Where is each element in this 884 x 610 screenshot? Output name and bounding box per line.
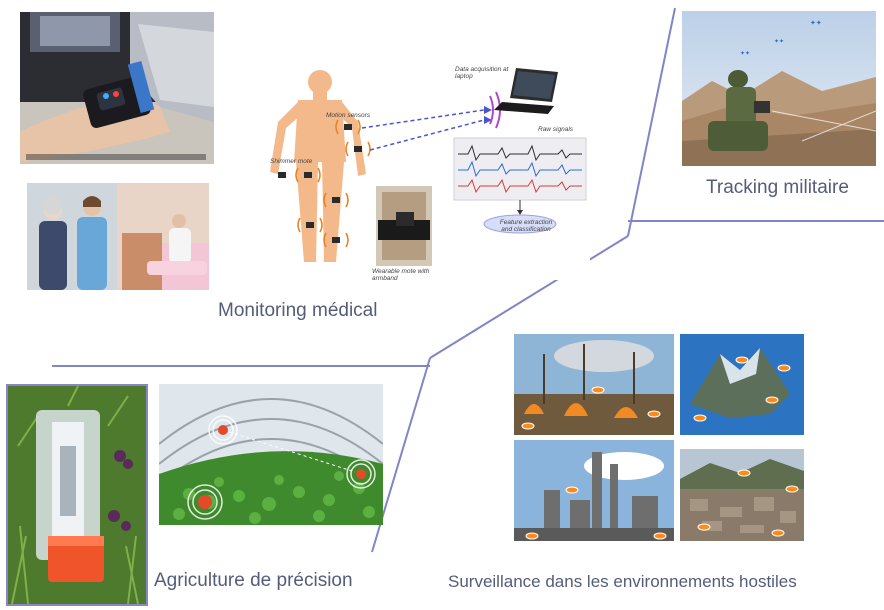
label-motion-sensors: Motion sensors [326,112,371,119]
industrial-plant-photo [514,440,674,541]
label-raw-signals: Raw signals [538,126,574,133]
label-data-acquisition: Data acquisition at laptop [455,66,509,80]
greenhouse-photo [159,384,383,525]
wrist-sensor-photo [20,12,214,164]
body-sensor-diagram [258,62,590,280]
svg-text:✦✦: ✦✦ [810,19,822,27]
caption-medical: Monitoring médical [218,300,378,321]
soil-sensor-photo [6,384,148,606]
caption-agriculture: Agriculture de précision [154,570,353,591]
soldier-tracking-photo: ✦✦ ✦✦ ✦✦ [682,11,876,166]
caption-surveillance: Surveillance dans les environnements hos… [448,572,797,591]
svg-text:✦✦: ✦✦ [774,38,784,45]
label-feature-extraction: Feature extraction and classification [499,219,553,233]
caption-military: Tracking militaire [706,177,849,198]
disaster-area-photo [680,449,804,541]
medical-staff-photo [27,183,209,290]
label-wearable-mote: Wearable mote with armband [372,268,430,282]
svg-text:✦✦: ✦✦ [740,50,750,57]
label-shimmer-mote: Shimmer mote [270,158,313,165]
forest-fire-photo [514,334,674,435]
island-map-photo [680,334,804,435]
